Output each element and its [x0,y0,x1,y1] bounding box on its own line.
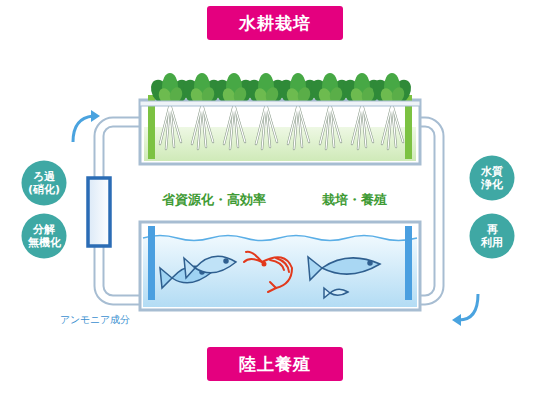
fish-tail [308,257,322,280]
process-circle: 分解 無機化 [21,213,67,259]
fish-tail [160,268,172,288]
flow-arrow [73,116,93,142]
fish-body [330,289,348,295]
fish-body [195,256,236,273]
nutrient-water [144,127,416,161]
fish-tail [184,258,195,278]
shrimp-tail [268,282,276,292]
blue-pipe [405,226,412,300]
title-band: 水耕栽培 [207,6,343,40]
fish-body [322,258,380,274]
plant [369,73,415,149]
fish-eye [224,259,228,263]
tank-water [143,236,417,308]
shrimp-antenna [244,252,262,262]
plants [147,73,415,149]
fish-tank [140,222,420,310]
circle-fill [470,214,515,259]
fish [160,256,380,298]
title-band: 陸上養殖 [207,347,343,381]
process-circle: 再 利用 [469,213,515,259]
process-text: 再 利用 [475,223,509,249]
fish-tail [324,288,330,298]
shrimp [244,252,292,292]
process-circle: ろ過 (硝化) [21,160,67,206]
plant-board [140,101,420,106]
section-title: 陸上養殖 [239,353,311,376]
process-circle: 水質 浄化 [469,155,515,201]
shrimp-eye [263,263,266,266]
circle-fill [470,156,515,201]
arrow-head [91,110,100,122]
section-title: 水耕栽培 [239,12,311,35]
filter-unit [88,178,110,246]
process-text: 分解 無機化 [27,223,61,249]
process-text: ろ過 (硝化) [27,170,61,196]
blue-pipe [148,226,155,300]
shrimp-body [262,257,292,288]
fish-eye [368,261,372,265]
circle-fill [22,214,67,259]
flow-arrow [459,294,478,320]
concept-label: 栽培・養殖 [322,191,387,209]
circle-fill [22,161,67,206]
arrow-head [452,314,461,326]
concept-label: 省資源化・高効率 [162,191,266,209]
water-surface [143,236,417,241]
hydroponic-tray [140,100,420,164]
process-text: 水質 浄化 [475,165,509,191]
shrimp-segment [270,258,289,272]
note-label: アンモニア成分 [60,313,130,327]
